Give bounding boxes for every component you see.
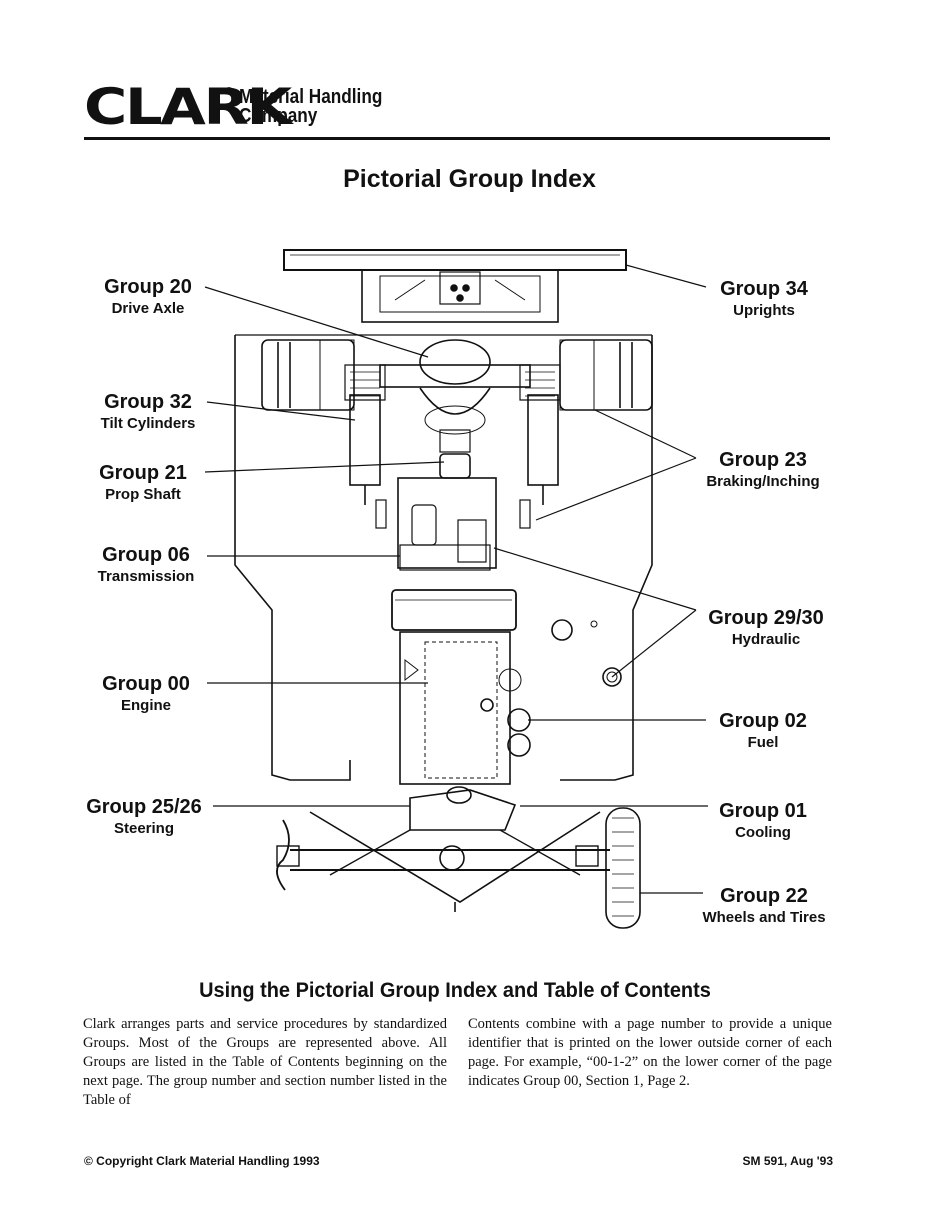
callout-group-number: Group 34: [720, 278, 808, 300]
callout-group-number: Group 01: [719, 800, 807, 822]
callout-group-29-30: Group 29/30 Hydraulic: [706, 608, 826, 647]
callout-group-02: Group 02 Fuel: [703, 711, 823, 750]
callout-group-number: Group 32: [104, 391, 192, 413]
registered-mark: ®: [224, 86, 234, 97]
company-name-line1: Material Handling: [239, 86, 383, 108]
body-paragraph-left: Clark arranges parts and service procedu…: [83, 1016, 447, 1108]
callout-group-label: Tilt Cylinders: [100, 415, 196, 432]
callout-group-number: Group 06: [102, 544, 190, 566]
callout-group-06: Group 06 Transmission: [86, 545, 206, 584]
callout-group-label: Uprights: [733, 302, 795, 319]
callout-group-label: Prop Shaft: [105, 486, 181, 503]
page-title: Pictorial Group Index: [343, 165, 596, 193]
callout-group-number: Group 21: [99, 462, 187, 484]
callout-group-23: Group 23 Braking/Inching: [698, 450, 828, 489]
callout-group-number: Group 22: [720, 885, 808, 907]
callout-group-21: Group 21 Prop Shaft: [83, 463, 203, 502]
callout-group-34: Group 34 Uprights: [704, 279, 824, 318]
callout-group-32: Group 32 Tilt Cylinders: [88, 392, 208, 431]
callout-group-number: Group 00: [102, 673, 190, 695]
callout-group-00: Group 00 Engine: [86, 674, 206, 713]
callout-group-number: Group 20: [104, 276, 192, 298]
callout-group-22: Group 22 Wheels and Tires: [697, 886, 831, 925]
callout-group-label: Cooling: [735, 824, 791, 841]
callout-group-number: Group 25/26: [86, 796, 202, 818]
callout-group-number: Group 02: [719, 710, 807, 732]
footer-doc-id: SM 591, Aug '93: [742, 1154, 833, 1168]
callout-group-label: Hydraulic: [731, 631, 801, 648]
company-name-line2: Company: [239, 105, 318, 127]
callout-group-label: Transmission: [97, 568, 195, 585]
callout-group-number: Group 29/30: [708, 607, 824, 629]
callout-group-label: Braking/Inching: [706, 473, 820, 490]
callout-group-label: Steering: [113, 820, 174, 837]
callout-group-label: Engine: [120, 697, 171, 714]
callout-group-label: Wheels and Tires: [702, 909, 826, 926]
company-name: Material Handling Company: [239, 86, 383, 127]
callout-group-20: Group 20 Drive Axle: [88, 277, 208, 316]
clark-logo: CLARK: [84, 78, 292, 136]
section-title: Using the Pictorial Group Index and Tabl…: [199, 979, 711, 1002]
callout-group-label: Drive Axle: [111, 300, 185, 317]
body-paragraph-right: Contents combine with a page number to p…: [468, 1016, 832, 1089]
header-rule: [84, 137, 830, 140]
callout-group-25-26: Group 25/26 Steering: [84, 797, 204, 836]
footer-copyright: © Copyright Clark Material Handling 1993: [84, 1154, 320, 1168]
callout-group-01: Group 01 Cooling: [703, 801, 823, 840]
callout-group-number: Group 23: [719, 449, 807, 471]
callout-group-label: Fuel: [747, 734, 779, 751]
